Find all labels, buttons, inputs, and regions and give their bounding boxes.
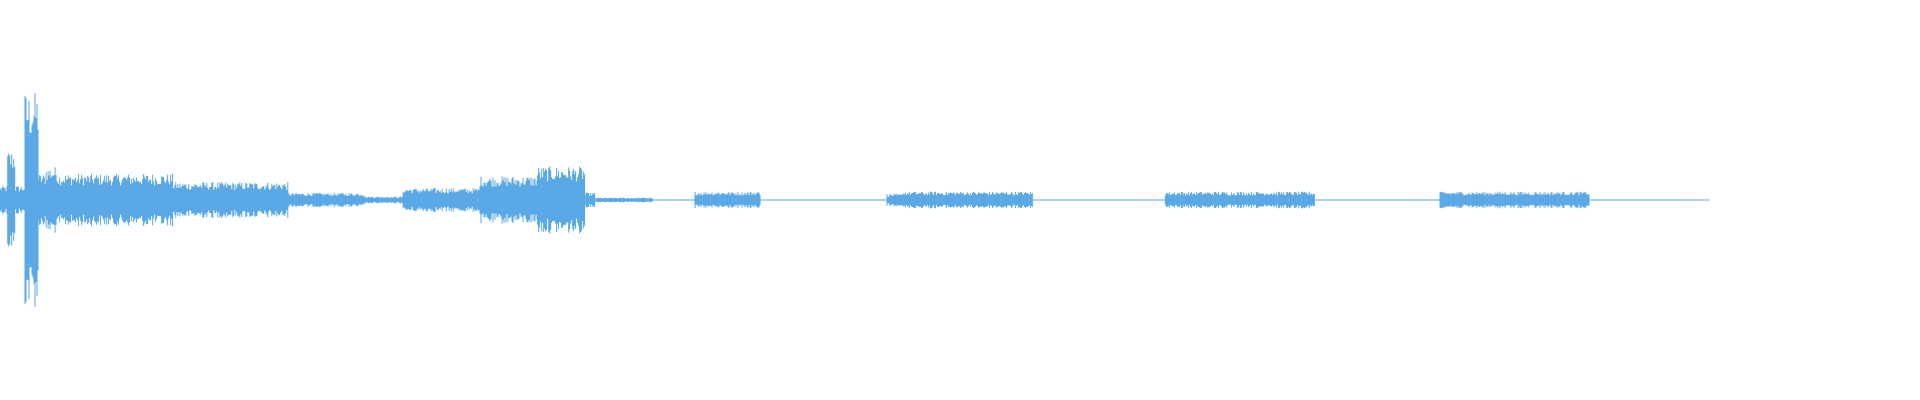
- waveform-segment-path: [45, 167, 58, 233]
- waveform-segment-path: [402, 188, 480, 212]
- waveform-segment-path: [57, 173, 174, 227]
- waveform-segment-path: [7, 153, 16, 247]
- waveform-segment: [1032, 199, 1166, 201]
- waveform-segment: [759, 199, 887, 201]
- waveform-segment: [652, 199, 692, 201]
- waveform-segment: [7, 153, 16, 247]
- waveform-segment: [402, 188, 480, 212]
- waveform-segment-path: [652, 199, 692, 201]
- waveform-segment-path: [537, 166, 586, 234]
- waveform-segment: [14, 186, 25, 214]
- waveform-segment: [537, 166, 586, 234]
- waveform-segment: [1164, 191, 1315, 209]
- waveform-segment: [287, 192, 365, 208]
- waveform-segment: [1589, 199, 1710, 201]
- waveform-segment-path: [694, 191, 761, 209]
- waveform-segment: [585, 192, 596, 208]
- waveform-segment-path: [1439, 191, 1590, 209]
- waveform-segment-path: [886, 194, 903, 206]
- waveform-segment-path: [479, 176, 538, 224]
- waveform-segment: [24, 93, 39, 307]
- waveform-segment-path: [594, 197, 653, 203]
- waveform-segment-path: [1589, 199, 1710, 201]
- waveform-segment-path: [364, 196, 404, 204]
- waveform-segment: [1439, 191, 1590, 209]
- waveform-segment: [172, 182, 289, 218]
- waveform-segment: [57, 173, 174, 227]
- waveform-segment: [0, 185, 8, 215]
- waveform-segment-path: [287, 192, 365, 208]
- waveform-segment: [45, 167, 58, 233]
- waveform-segment: [594, 197, 653, 203]
- waveform-segment-path: [172, 182, 289, 218]
- waveform-segment-path: [37, 175, 46, 225]
- waveform-segment-path: [901, 191, 1033, 209]
- waveform-segment: [37, 175, 46, 225]
- waveform-segment-path: [1164, 191, 1315, 209]
- waveform-segment: [886, 194, 903, 206]
- waveform-segment-path: [585, 192, 596, 208]
- waveform-segment: [479, 176, 538, 224]
- waveform-segment: [901, 191, 1033, 209]
- waveform-segment-path: [759, 199, 887, 201]
- waveform-segment-path: [14, 186, 25, 214]
- waveform-segment-path: [24, 93, 39, 307]
- waveform-segment-path: [1314, 199, 1440, 201]
- waveform-segment: [1314, 199, 1440, 201]
- waveform-segment-path: [0, 185, 8, 215]
- waveform-segment: [694, 191, 761, 209]
- waveform-segment: [364, 196, 404, 204]
- waveform-segment-path: [1032, 199, 1166, 201]
